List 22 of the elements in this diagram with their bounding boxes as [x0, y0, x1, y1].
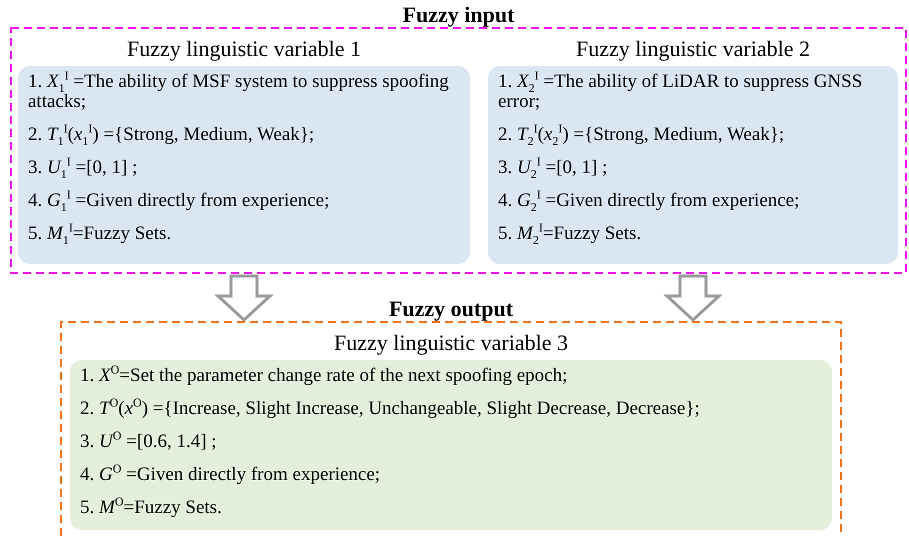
list-item: 4. G$_{1}$$^{I}$ =Given directly from experience;	[28, 191, 330, 211]
list-item: 4. G$_{2}$$^{I}$ =Given directly from experience;	[498, 191, 800, 211]
panel-title: Fuzzy linguistic variable 2	[576, 36, 810, 62]
panel-title: Fuzzy linguistic variable 3	[334, 330, 568, 356]
panel-title: Fuzzy linguistic variable 1	[127, 36, 361, 62]
list-item: 5. M$_{1}$$^{I}$=Fuzzy Sets.	[28, 224, 172, 244]
list-item: 1. X$_{2}$$^{I}$ =The ability of LiDAR to suppress GNSS error;	[498, 72, 864, 112]
list-item: 3. U$_{1}$$^{I}$ =[0, 1] ;	[28, 158, 138, 178]
list-item: 4. G$^{O}$ =Given directly from experience;	[80, 465, 380, 485]
hollow-arrow	[214, 274, 274, 322]
list-item: 2. T$^{O}$(x$^{O}$) ={Increase, Slight Increase, Unchangeable, Slight Decrease, Decrease};	[80, 399, 700, 419]
group-title: Fuzzy output	[388, 296, 514, 322]
list-item: 2. T$_{1}$$^{I}$(x$_{1}$$^{I}$) ={Strong, Medium, Weak};	[28, 125, 314, 145]
group-title: Fuzzy input	[402, 2, 514, 28]
list-item: 1. X$_{1}$$^{I}$ =The ability of MSF system to suppress spoofing attacks;	[28, 72, 450, 112]
list-item: 5. M$^{O}$=Fuzzy Sets.	[80, 498, 222, 518]
list-item: 3. U$^{O}$ =[0.6, 1.4] ;	[80, 432, 217, 452]
list-item: 5. M$_{2}$$^{I}$=Fuzzy Sets.	[498, 224, 642, 244]
list-item: 1. X$^{O}$=Set the parameter change rate of the next spoofing epoch;	[80, 366, 568, 386]
list-item: 3. U$_{2}$$^{I}$ =[0, 1] ;	[498, 158, 608, 178]
hollow-arrow	[663, 274, 723, 322]
list-item: 2. T$_{2}$$^{I}$(x$_{2}$$^{I}$) ={Strong, Medium, Weak};	[498, 125, 784, 145]
